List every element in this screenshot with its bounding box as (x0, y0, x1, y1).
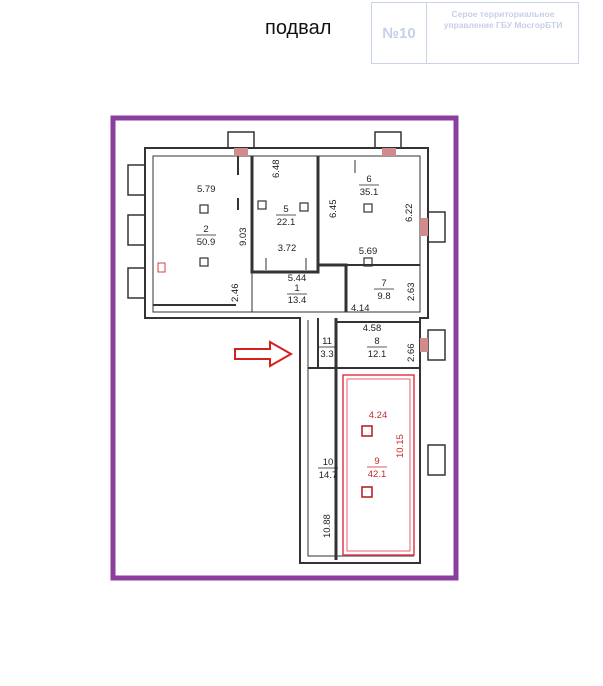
room-8-dim-depth: 2.66 (406, 344, 417, 363)
column-icon (361, 486, 373, 498)
room-2-dim-depth: 9.03 (238, 228, 249, 247)
selection-frame (110, 115, 459, 581)
room-1-area: 13.4 (288, 295, 307, 306)
room-1-dim-depth: 2.46 (230, 284, 241, 303)
room-9-inner (346, 378, 411, 552)
room-10-area: 14.7 (319, 470, 338, 481)
bti-stamp: №10 Серое территориальное управление ГБУ… (371, 2, 579, 64)
column-icon (361, 425, 373, 437)
room-5-dim-depth: 6.48 (271, 160, 282, 179)
room-8-id: 8 (374, 336, 379, 347)
room-5-area: 22.1 (277, 217, 296, 228)
room-8-area: 12.1 (368, 349, 387, 360)
room-10-dim-depth: 10.88 (322, 514, 333, 538)
window-wells (127, 131, 446, 476)
room-9-id: 9 (374, 456, 379, 467)
room-6-area: 35.1 (360, 187, 379, 198)
room-7-dim-depth: 2.63 (406, 283, 417, 302)
room-7-area: 9.8 (377, 291, 390, 302)
room-11-area: 3.3 (320, 349, 333, 360)
room-9-dim-depth: 10.15 (395, 434, 406, 458)
room-5-dim-width: 3.72 (278, 243, 297, 254)
walls (144, 147, 429, 564)
room-1-id: 1 (294, 283, 299, 294)
room-7-dim-width: 4.14 (351, 303, 370, 314)
room-6-id: 6 (366, 174, 371, 185)
room-8-dim-width: 4.58 (363, 323, 382, 334)
window-hatches (234, 148, 428, 352)
room-11-id: 11 (322, 336, 332, 347)
room-2-dim-width: 5.79 (197, 184, 216, 195)
room-7-id: 7 (381, 278, 386, 289)
room-6-dim-width: 5.69 (359, 246, 378, 257)
room-6-dim-depth: 6.45 (328, 200, 339, 219)
room-9-highlight (342, 374, 415, 556)
room-9-area: 42.1 (368, 469, 387, 480)
stamp-text: Серое территориальное управление ГБУ Мос… (443, 9, 563, 30)
column-markers (199, 200, 373, 267)
room-9-dim-width: 4.24 (369, 410, 388, 421)
small-marker (157, 262, 166, 273)
room-5-id: 5 (283, 204, 288, 215)
room-10-id: 10 (323, 457, 334, 468)
floor-title: подвал (265, 17, 332, 39)
room-6-dim-depth-right: 6.22 (404, 204, 415, 223)
room-2-id: 2 (203, 224, 208, 235)
stamp-number: №10 (372, 3, 427, 63)
room-1-dim-width: 5.44 (288, 273, 307, 284)
entrance-arrow-icon (234, 340, 294, 368)
room-2-area: 50.9 (197, 237, 216, 248)
